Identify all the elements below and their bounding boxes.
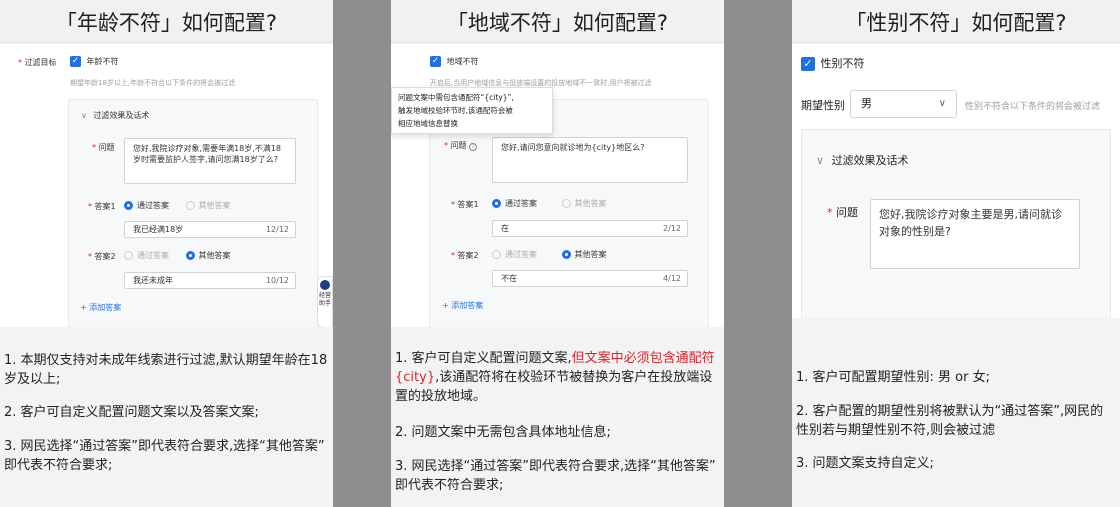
assistant-widget-label: 经营助手: [318, 292, 331, 307]
region-add-answer-button[interactable]: + 添加答案: [442, 301, 484, 310]
region-answer2-label: 答案2: [457, 251, 479, 260]
tooltip-line-2: 触发地域校验环节时,该通配符会被: [398, 106, 513, 115]
region-answer1-input[interactable]: 在 2/12: [492, 220, 688, 237]
region-answer1-value: 在: [501, 224, 509, 233]
age-a2-pass-radio[interactable]: [124, 251, 133, 260]
age-note-1: 1. 本期仅支持对未成年线索进行过滤,默认期望年龄在18岁及以上;: [4, 353, 328, 387]
age-answer2-count: 10/12: [265, 276, 289, 285]
region-a2-other-label: 其他答案: [574, 250, 607, 259]
region-a1-other-label: 其他答案: [574, 199, 607, 208]
region-a2-pass-label: 通过答案: [505, 250, 537, 259]
region-a1-pass-radio[interactable]: [492, 199, 501, 208]
age-answer2-label: 答案2: [94, 252, 116, 261]
region-panel-title: 「地域不符」如何配置?: [391, 0, 724, 43]
region-hint: 开启后,当用户地域信息与投放端设置的投放地域不一致时,用户将被过滤: [430, 79, 652, 87]
age-a1-other-radio[interactable]: [185, 201, 195, 210]
gender-question-label: 问题: [836, 206, 858, 219]
city-placeholder-tooltip: 问题文案中需包含通配符“{city}”, 触发地域校验环节时,该通配符会被 相应…: [391, 87, 553, 134]
chevron-down-icon: ∨: [938, 98, 946, 109]
region-answer1-label: 答案1: [457, 200, 479, 209]
age-panel: 「年龄不符」如何配置? * 过滤目标 ✓ 年龄不符 期望年龄18岁以上,年龄不符…: [0, 0, 333, 507]
tooltip-line-1: 问题文案中需包含通配符“{city}”,: [398, 93, 514, 102]
expected-gender-value: 男: [861, 97, 872, 110]
age-a2-pass-label: 通过答案: [137, 251, 169, 260]
age-panel-title: 「年龄不符」如何配置?: [0, 0, 333, 43]
region-config-screenshot: ✓ 地域不符 开启后,当用户地域信息与投放端设置的投放地域不一致时,用户将被过滤…: [391, 44, 724, 327]
age-answer1-count: 12/12: [265, 225, 289, 234]
region-question-textarea[interactable]: 您好,请问您意向就诊地为{city}地区么?: [492, 137, 688, 183]
chevron-down-icon[interactable]: ∨: [81, 111, 87, 120]
age-answer2-input[interactable]: 我还未成年 10/12: [124, 272, 296, 289]
region-a1-other-radio[interactable]: [561, 199, 571, 208]
gender-note-2: 2. 客户配置的期望性别将被默认为“通过答案”,网民的性别若与期望性别不符,则会…: [796, 404, 1104, 438]
region-answer2-input[interactable]: 不在 4/12: [492, 270, 688, 287]
age-a2-other-radio[interactable]: [185, 251, 195, 260]
gender-checkbox-label: 性别不符: [820, 57, 865, 70]
region-note-1: 1. 客户可自定义配置问题文案,但文案中必须包含通配符{city},该通配符将在…: [395, 349, 720, 423]
age-notes: 1. 本期仅支持对未成年线索进行过滤,默认期望年龄在18岁及以上; 2. 客户可…: [0, 327, 333, 507]
age-config-screenshot: * 过滤目标 ✓ 年龄不符 期望年龄18岁以上,年龄不符合以下条件的将会被过滤 …: [0, 44, 333, 327]
age-answer2-value: 我还未成年: [133, 276, 173, 285]
filter-target-label: 过滤目标: [24, 58, 57, 67]
age-filter-card: ∨ 过滤效果及话术: [68, 99, 318, 327]
region-answer1-count: 2/12: [663, 224, 681, 233]
age-note-3: 3. 网民选择“通过答案”即代表符合要求,选择“其他答案” 即代表不符合要求;: [4, 439, 325, 473]
age-answer1-input[interactable]: 我已经满18岁 12/12: [124, 221, 296, 238]
region-checkbox[interactable]: ✓: [430, 56, 441, 67]
age-answer1-value: 我已经满18岁: [133, 225, 184, 234]
gender-panel-title: 「性别不符」如何配置?: [792, 0, 1120, 43]
gender-checkbox[interactable]: ✓: [801, 57, 815, 71]
age-question-textarea[interactable]: 您好,我院诊疗对象,需要年满18岁,不满18岁时需要监护人签字,请问您满18岁了…: [124, 138, 296, 184]
region-answer2-count: 4/12: [663, 274, 681, 283]
gender-notes: 1. 客户可配置期望性别: 男 or 女; 2. 客户配置的期望性别将被默认为“…: [792, 318, 1120, 507]
gender-hint: 性别不符合以下条件的将会被过滤: [965, 102, 1101, 112]
age-note-2: 2. 客户可自定义配置问题文案以及答案文案;: [4, 405, 259, 420]
gender-question-textarea[interactable]: 您好,我院诊疗对象主要是男,请问就诊对象的性别是?: [870, 199, 1080, 269]
gender-note-1: 1. 客户可配置期望性别: 男 or 女;: [796, 370, 990, 385]
region-a2-other-radio[interactable]: [561, 250, 571, 259]
region-note-1b: ,该通配符将在校验环节被替换为客户在投放端设置的投放地域。: [395, 370, 713, 404]
region-note-3: 3. 网民选择“通过答案”即代表符合要求,选择“其他答案” 即代表不符合要求;: [395, 459, 716, 493]
age-hint: 期望年龄18岁以上,年龄不符合以下条件的将会被过滤: [70, 79, 236, 87]
expected-gender-select[interactable]: 男 ∨: [850, 90, 957, 118]
age-checkbox-label: 年龄不符: [86, 57, 119, 66]
region-question-label: 问题: [450, 141, 467, 150]
tooltip-line-3: 相应地域信息替换: [398, 119, 458, 128]
region-answer2-value: 不在: [501, 274, 517, 283]
region-note-1-highlight: 但文案中必须包含通配符{city}: [395, 351, 715, 385]
region-notes: 1. 客户可自定义配置问题文案,但文案中必须包含通配符{city},该通配符将在…: [391, 327, 724, 507]
expected-gender-label: 期望性别: [801, 99, 845, 112]
age-a1-pass-label: 通过答案: [137, 201, 169, 210]
age-a1-other-label: 其他答案: [198, 201, 231, 210]
gender-panel: 「性别不符」如何配置? ✓ 性别不符 期望性别 男 ∨ 性别不符合以下条件的将会…: [792, 0, 1120, 507]
region-checkbox-label: 地域不符: [446, 57, 479, 66]
region-note-2: 2. 问题文案中无需包含具体地址信息;: [395, 425, 611, 440]
age-section-title: 过滤效果及话术: [93, 111, 150, 120]
assistant-icon: [320, 280, 330, 290]
age-a1-pass-radio[interactable]: [124, 201, 133, 210]
gender-section-title: 过滤效果及话术: [831, 154, 909, 167]
age-add-answer-button[interactable]: + 添加答案: [80, 303, 122, 312]
region-a2-pass-radio[interactable]: [492, 250, 501, 259]
age-a2-other-label: 其他答案: [198, 251, 231, 260]
gender-note-3: 3. 问题文案支持自定义;: [796, 456, 934, 471]
assistant-widget[interactable]: 经营助手: [317, 276, 333, 327]
age-checkbox[interactable]: ✓: [70, 56, 81, 67]
region-a1-pass-label: 通过答案: [505, 199, 537, 208]
region-note-1a: 1. 客户可自定义配置问题文案,: [395, 351, 572, 366]
age-answer1-label: 答案1: [94, 202, 116, 211]
gender-config-screenshot: ✓ 性别不符 期望性别 男 ∨ 性别不符合以下条件的将会被过滤 ∨ 过滤效果及话…: [792, 44, 1120, 318]
chevron-down-icon[interactable]: ∨: [816, 154, 825, 167]
region-panel: 「地域不符」如何配置? ✓ 地域不符 开启后,当用户地域信息与投放端设置的投放地…: [391, 0, 724, 507]
info-icon[interactable]: ?: [469, 143, 478, 151]
age-question-label: 问题: [98, 143, 115, 152]
